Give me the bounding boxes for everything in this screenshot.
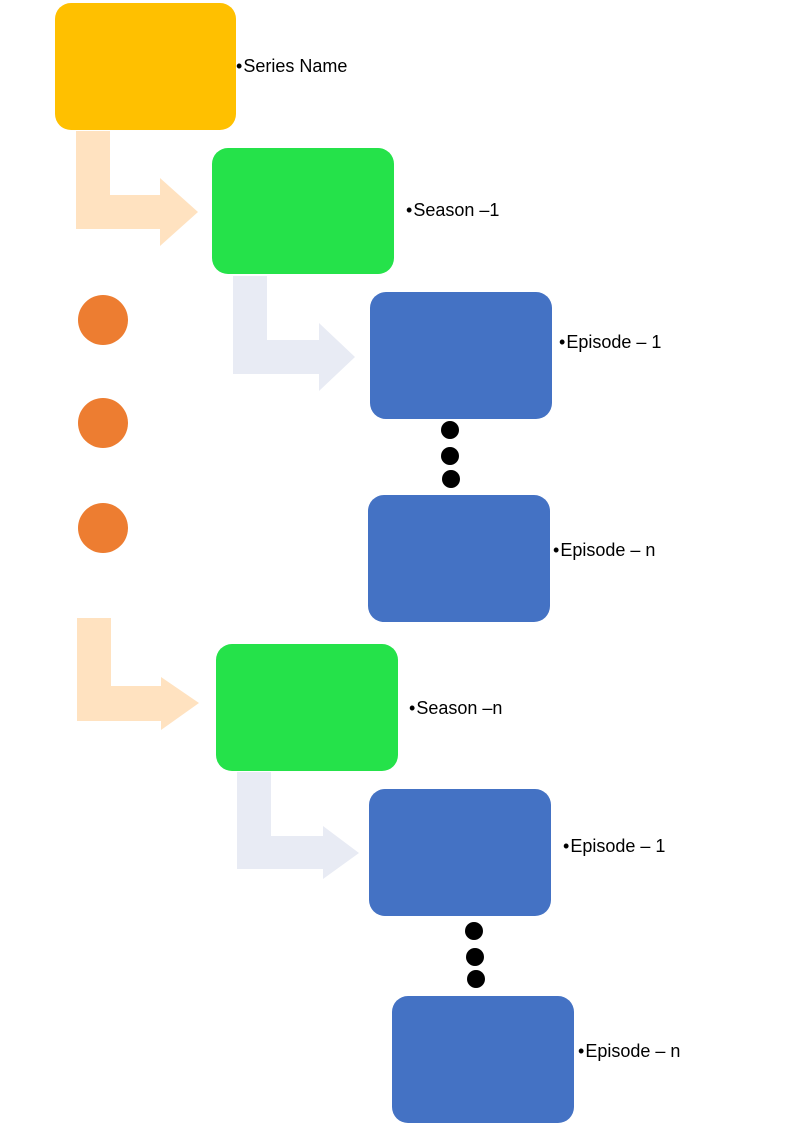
bullet: • — [563, 836, 570, 856]
ellipsis-dot — [441, 421, 459, 439]
season-1-episode-n-label: •Episode – n — [553, 540, 656, 560]
bullet: • — [409, 698, 416, 718]
bullet: • — [578, 1041, 585, 1061]
season-1-label: •Season –1 — [406, 200, 500, 220]
series-name-label: •Series Name — [236, 56, 348, 76]
season-ellipsis-dot — [78, 398, 128, 448]
ellipsis-dot — [465, 922, 483, 940]
season-1-episode-1-node — [370, 292, 552, 419]
bullet: • — [236, 56, 243, 76]
season-n-episode-n-node — [392, 996, 574, 1123]
season-ellipsis-dot — [78, 503, 128, 553]
ellipsis-dot — [441, 447, 459, 465]
bullet: • — [559, 332, 566, 352]
ellipsis-dot — [442, 470, 460, 488]
bullet: • — [406, 200, 413, 220]
ellipsis-dot — [467, 970, 485, 988]
series-node — [55, 3, 236, 130]
season-1-node — [212, 148, 394, 274]
season-n-episode-n-label: •Episode – n — [578, 1041, 681, 1061]
ellipsis-dot — [466, 948, 484, 966]
season-1-episode-n-node — [368, 495, 550, 622]
season-n-label: •Season –n — [409, 698, 503, 718]
season-n-episode-1-node — [369, 789, 551, 916]
season-n-node — [216, 644, 398, 771]
season-ellipsis-dot — [78, 295, 128, 345]
season-1-episode-1-label: •Episode – 1 — [559, 332, 662, 352]
bullet: • — [553, 540, 560, 560]
season-n-episode-1-label: •Episode – 1 — [563, 836, 666, 856]
